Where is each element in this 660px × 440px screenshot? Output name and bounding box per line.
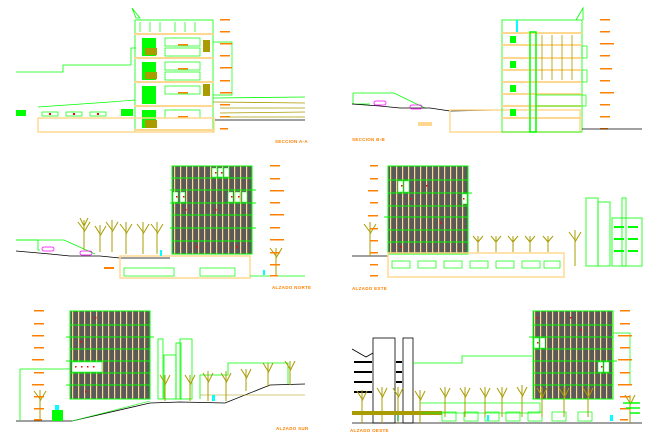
drawing-seccion-a-a: SECCION A-A bbox=[0, 0, 330, 150]
drawing-seccion-b-b: SECCION B-B bbox=[330, 0, 660, 150]
drawing-alzado-norte: ALZADO NORTE bbox=[0, 150, 330, 300]
car-icons bbox=[41, 246, 93, 256]
drawing-title-alzado-oeste: ALZADO OESTE bbox=[350, 428, 389, 433]
level-markers bbox=[220, 19, 232, 130]
tree-icons bbox=[356, 385, 636, 423]
drawing-title-alzado-sur: ALZADO SUR bbox=[276, 426, 309, 431]
drawing-title-alzado-este: ALZADO ESTE bbox=[352, 286, 388, 291]
tree-icons bbox=[363, 222, 582, 266]
drawing-title-seccion-b-b: SECCION B-B bbox=[352, 137, 386, 142]
drawing-title-seccion-a-a: SECCION A-A bbox=[275, 139, 308, 144]
section-a-a-drawing bbox=[16, 7, 306, 133]
neighbor-building bbox=[585, 197, 643, 267]
level-markers bbox=[270, 165, 284, 277]
car-icons bbox=[373, 100, 423, 110]
alzado-norte-drawing bbox=[15, 165, 305, 279]
alzado-este-drawing bbox=[352, 165, 643, 278]
level-markers bbox=[368, 165, 378, 277]
level-markers bbox=[32, 310, 44, 421]
alzado-oeste-drawing bbox=[351, 310, 642, 424]
drawing-alzado-sur: ALZADO SUR bbox=[0, 295, 330, 440]
drawing-alzado-este: ALZADO ESTE bbox=[330, 150, 660, 300]
section-b-b-drawing bbox=[351, 6, 642, 133]
level-markers bbox=[618, 310, 632, 421]
level-markers bbox=[600, 19, 614, 130]
tree-icons bbox=[77, 217, 283, 276]
alzado-sur-drawing bbox=[16, 310, 306, 422]
drawing-title-alzado-norte: ALZADO NORTE bbox=[272, 285, 312, 290]
drawing-alzado-oeste: ALZADO OESTE bbox=[330, 295, 660, 440]
